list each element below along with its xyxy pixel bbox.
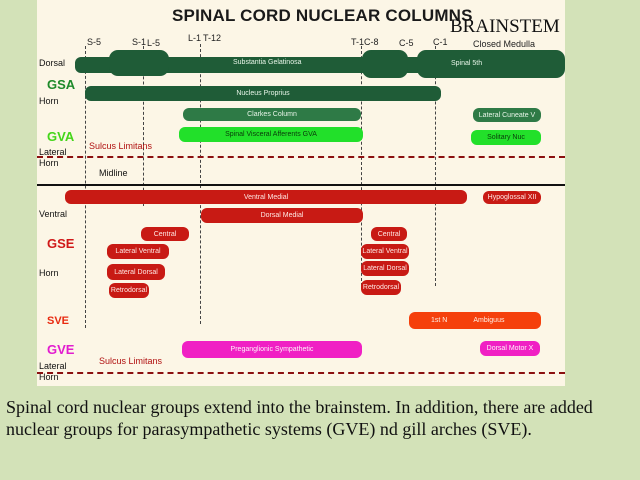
row-label-lateral-1: Lateral [39,147,67,157]
bar-lumbar-enlargement-dorsal [109,50,169,76]
row-label-gsa: GSA [47,77,76,92]
row-label-horn-3: Horn [39,268,59,278]
level-label-t1: T-1 [351,37,365,47]
bar-retrodorsal-lumbar: Retrodorsal [109,283,149,298]
sulcus-limitans-line-lower [37,372,565,374]
level-label-closed-medulla: Closed Medulla [473,39,536,49]
level-label-l1: L-1 [188,33,202,43]
midline-line [37,184,565,186]
row-label-gse: GSE [47,236,75,251]
level-line-t1 [361,46,362,286]
row-label-dorsal: Dorsal [39,58,66,68]
row-label-horn-1: Horn [39,96,59,106]
row-label-gve: GVE [47,342,75,357]
bar-label-spinal-5th: Spinal 5th [451,60,483,67]
level-line-c1 [435,46,436,286]
bar-central-cervical: Central [371,227,407,241]
sulcus-limitans-label-upper: Sulcus Limitans [89,141,153,151]
bar-dorsal-motor-x: Dorsal Motor X [480,341,540,356]
bar-ventral-medial: Ventral Medial [65,190,467,204]
diagram-title: SPINAL CORD NUCLEAR COLUMNS [172,6,473,25]
bar-lateral-ventral-cervical: Lateral Ventral [361,244,409,259]
bar-lateral-dorsal-cervical: Lateral Dorsal [361,261,409,276]
bar-spinal-5th-widening [417,50,565,78]
bar-solitary-nucleus: Solitary Nuc [471,130,541,145]
row-label-sve: SVE [47,315,70,327]
level-label-c8: C-8 [364,37,379,47]
caption: Spinal cord nuclear groups extend into t… [6,397,593,439]
row-label-midline: Midline [99,168,128,178]
bar-central-lumbar: Central [141,227,189,241]
row-label-ventral: Ventral [39,209,68,219]
level-line-s1 [143,46,144,206]
bar-nucleus-proprius: Nucleus Proprius [85,86,441,101]
bar-hypoglossal-xii: Hypoglossal XII [483,191,541,204]
row-label-horn-2: Horn [39,158,59,168]
bar-lateral-cuneate: Lateral Cuneate V [473,108,541,122]
bar-spinal-visceral-afferents-gva: Spinal Visceral Afferents GVA [179,127,363,142]
row-label-lateral-2: Lateral [39,361,67,371]
level-label-c5: C-5 [399,38,414,48]
row-label-gva: GVA [47,129,75,144]
sulcus-limitans-label-lower: Sulcus Limitans [99,356,163,366]
bar-label-ambiguus: Ambiguus [473,317,505,324]
bar-retrodorsal-cervical: Retrodorsal [361,280,401,295]
brainstem-label: BRAINSTEM [450,16,560,37]
row-label-horn-4: Horn [39,372,59,382]
bar-dorsal-medial: Dorsal Medial [201,208,363,223]
level-label-s5: S-5 [87,37,102,47]
level-label-s1: S-1 [132,37,147,47]
level-label-l5: L-5 [147,38,161,48]
bar-ambiguus: 1st N Ambiguus [409,312,541,329]
sulcus-limitans-line-upper [37,156,565,158]
bar-clarkes-column: Clarkes Column [183,108,361,121]
bar-lateral-ventral-lumbar: Lateral Ventral [107,244,169,259]
bar-preganglionic-sympathetic: Preganglionic Sympathetic [182,341,362,358]
bar-lateral-dorsal-lumbar: Lateral Dorsal [107,264,165,280]
level-line-s5 [85,46,86,328]
level-label-t12: T-12 [203,33,222,43]
bar-label-1st-n: 1st N [431,317,448,324]
level-label-c1: C-1 [433,37,448,47]
bar-label-substantia-gelatinosa: Substantia Gelatinosa [233,59,302,66]
diagram-panel: SPINAL CORD NUCLEAR COLUMNS BRAINSTEM S-… [37,0,565,386]
bar-cervical-enlargement-dorsal [362,50,408,78]
